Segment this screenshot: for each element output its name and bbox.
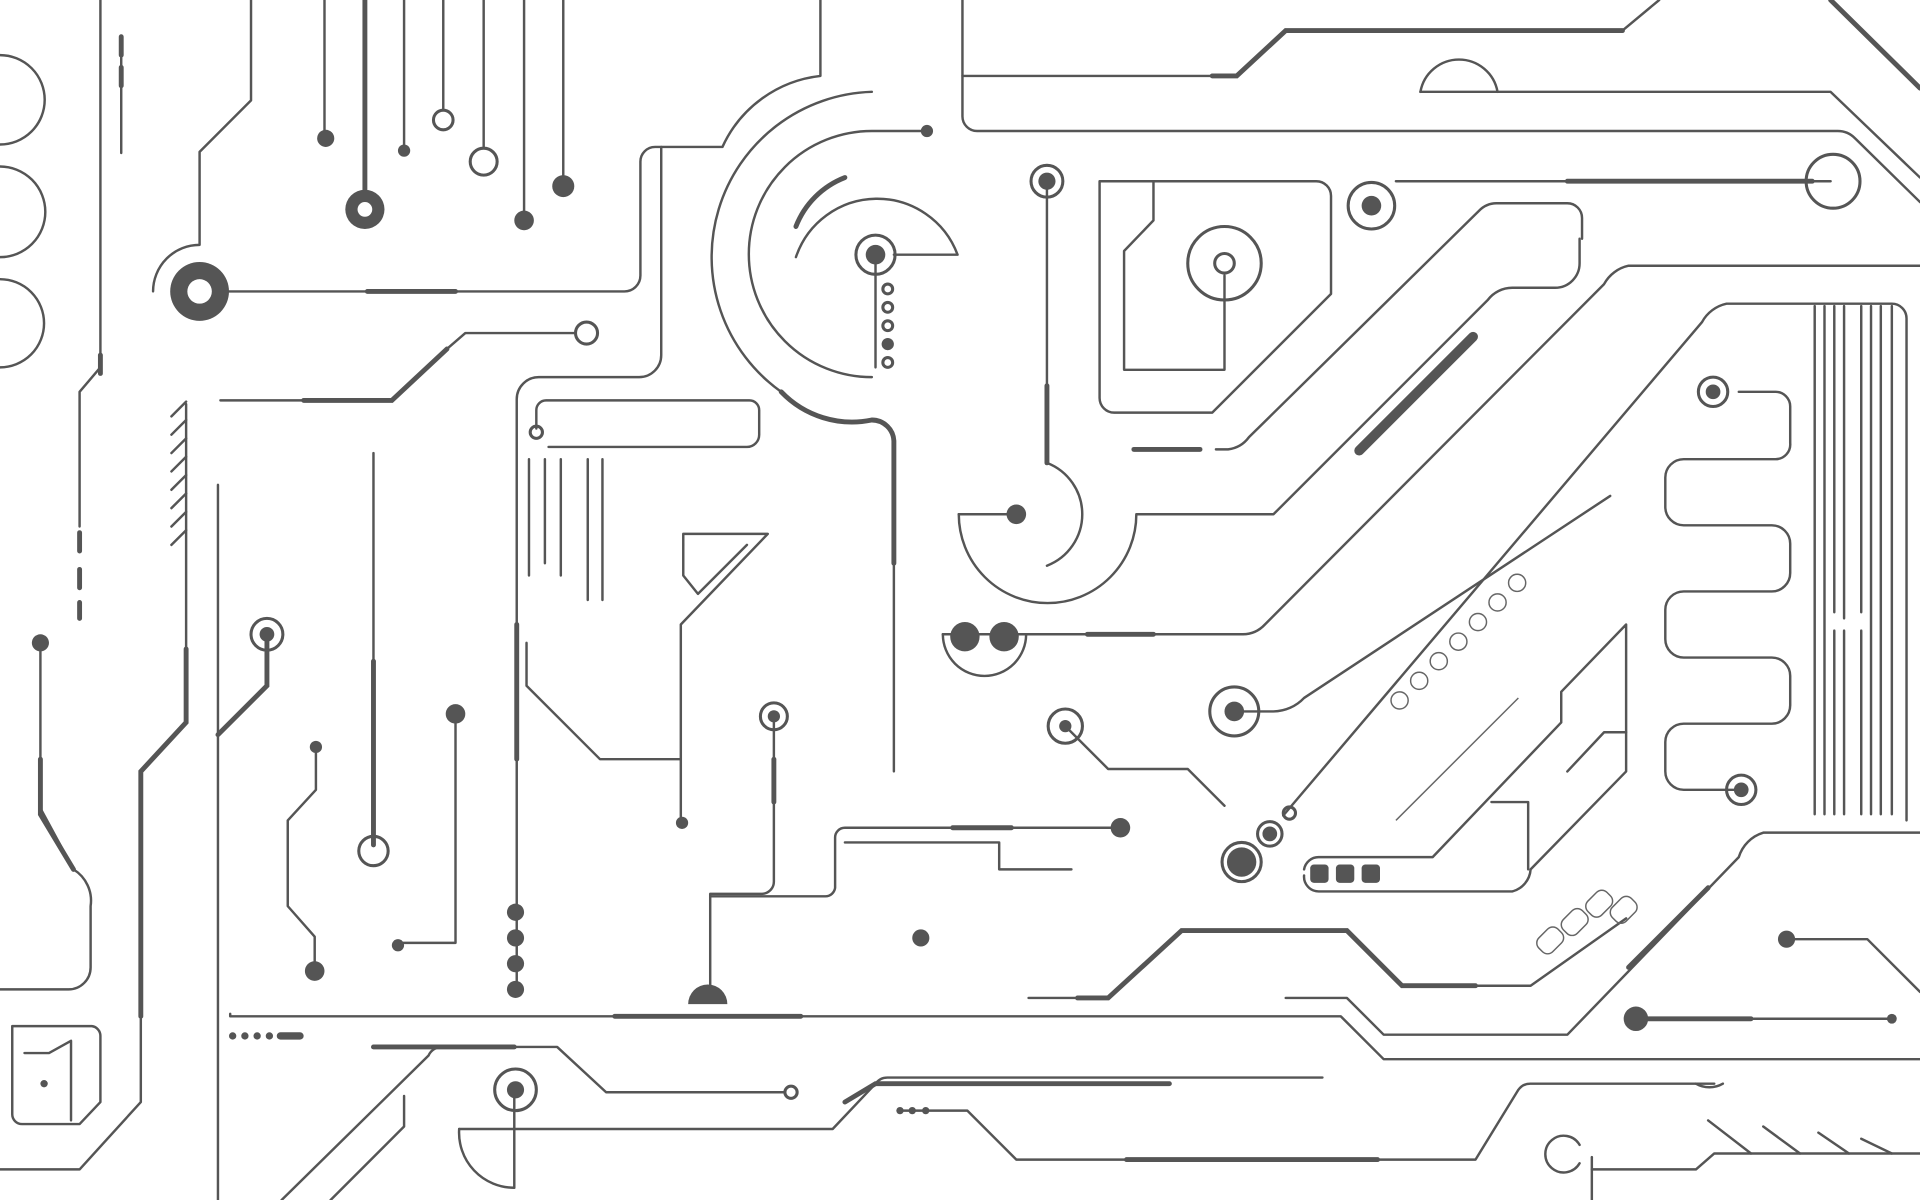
nodes	[31, 58, 1897, 1189]
left-arcs	[0, 53, 47, 369]
decor-beads	[77, 34, 1638, 955]
